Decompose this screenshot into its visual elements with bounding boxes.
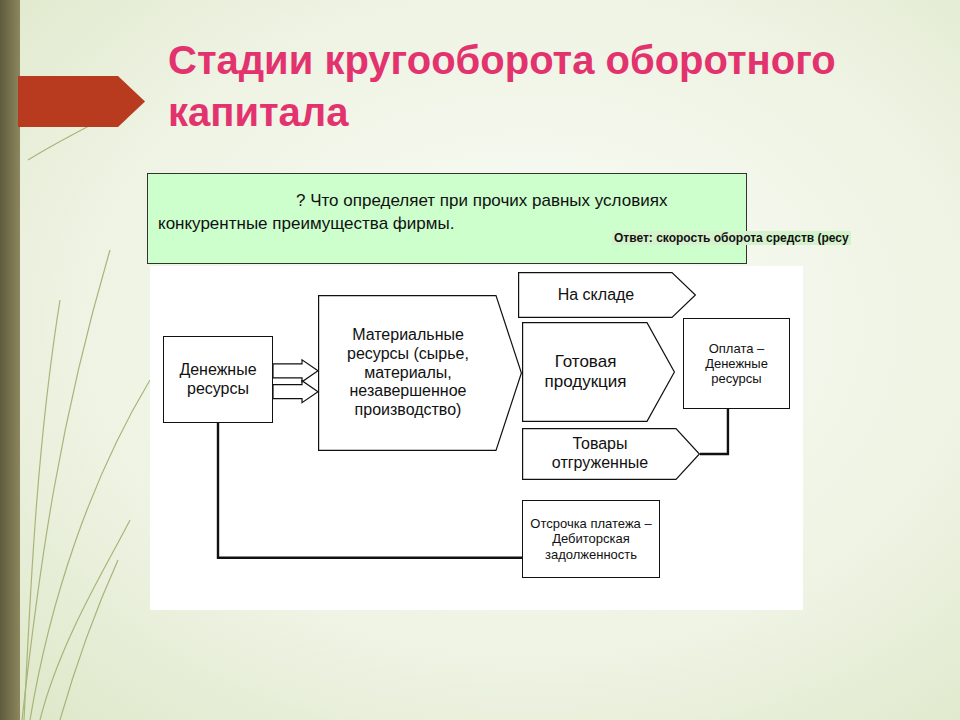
node-text: Готовая продукция	[528, 352, 643, 392]
stage-arrow: На складе	[518, 272, 696, 318]
process-box: Денежные ресурсы	[163, 336, 273, 423]
node-text: ? Что определяет при прочих равных услов…	[158, 190, 736, 236]
slide-title: Стадии кругооборота оборотного капитала	[168, 34, 948, 138]
node-text: Материальные ресурсы (сырье, материалы, …	[324, 326, 492, 420]
node-text: Денежные ресурсы	[169, 361, 267, 399]
connector	[700, 409, 728, 454]
question-box: ? Что определяет при прочих равных услов…	[147, 173, 747, 264]
side-band	[0, 0, 20, 720]
node-text: На складе	[558, 286, 635, 305]
arrow-outline-shape	[519, 273, 696, 318]
title-arrow	[18, 76, 145, 127]
stage-arrow: Готовая продукция	[522, 322, 675, 422]
arrow-outline-shape	[319, 296, 522, 451]
node-text: Товары отгруженные	[528, 435, 672, 473]
node-text: Оплата – Денежные ресурсы	[689, 341, 784, 387]
block-arrow	[273, 381, 318, 403]
node-text: Отсрочка платежа – Дебиторская задолженн…	[528, 516, 654, 562]
connector-line	[700, 409, 728, 454]
connector	[273, 360, 318, 403]
block-arrow	[273, 360, 318, 382]
grass-strokes	[22, 100, 150, 720]
arrow-outline-shape	[523, 429, 700, 480]
stage-arrow: Материальные ресурсы (сырье, материалы, …	[318, 295, 522, 451]
process-box: Оплата – Денежные ресурсы	[683, 318, 790, 409]
stage-arrow: Товары отгруженные	[522, 428, 700, 480]
arrow-outline-shape	[523, 323, 675, 422]
answer-note: Ответ: скорость оборота средств (ресу	[612, 231, 851, 245]
process-box: Отсрочка платежа – Дебиторская задолженн…	[522, 500, 660, 578]
